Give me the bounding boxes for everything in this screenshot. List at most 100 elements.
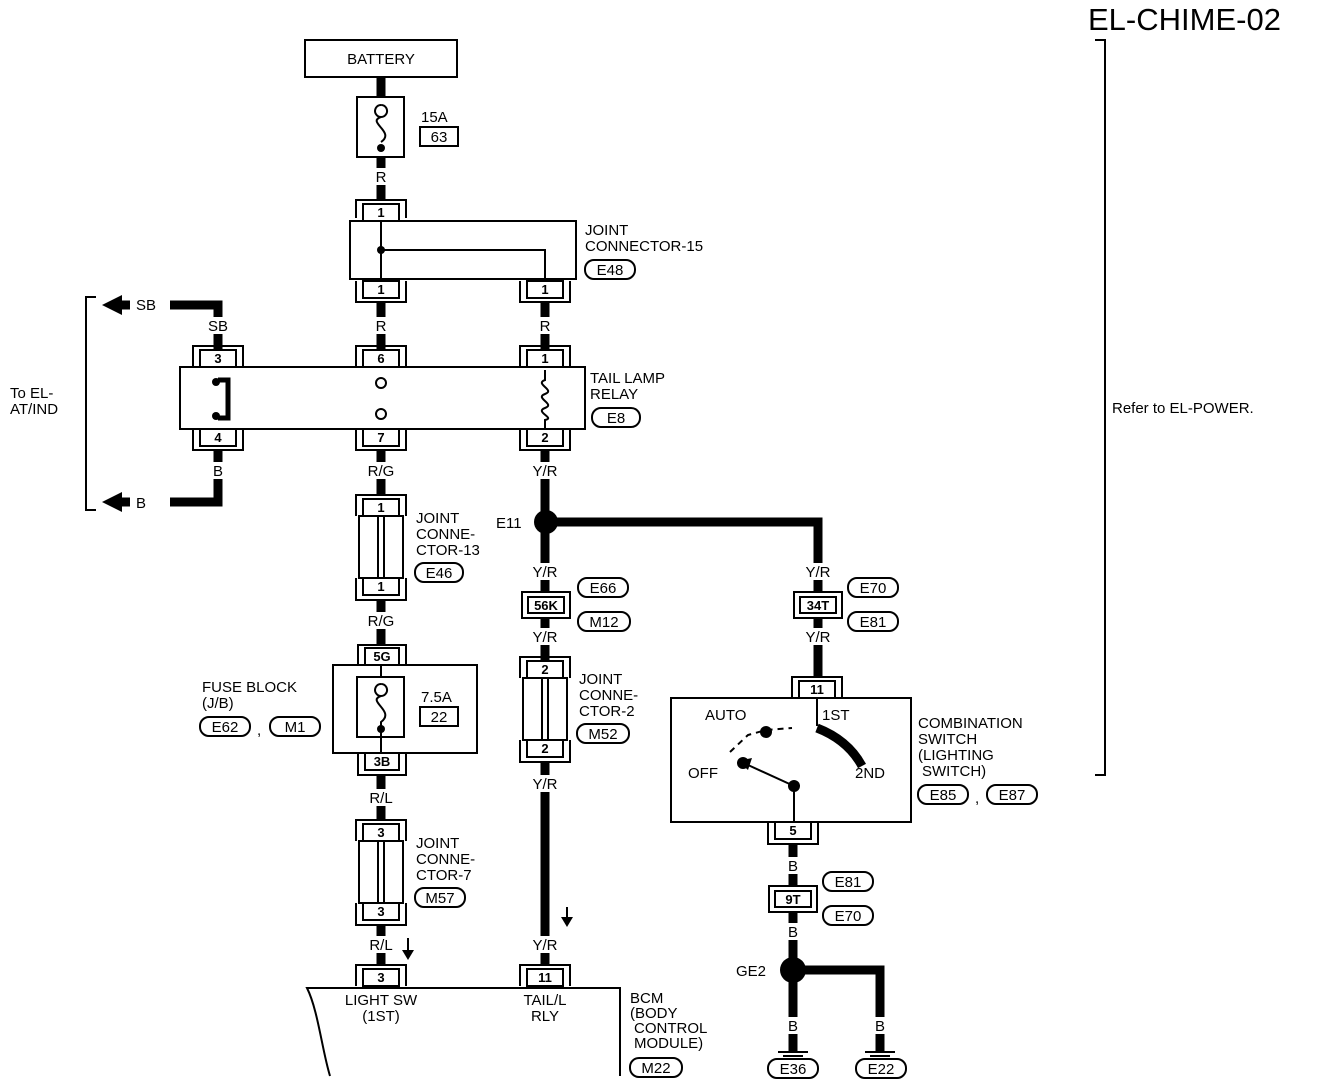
inline-9t-conn-bot: E70 xyxy=(835,908,862,925)
fuseblock-pin-bot-label: 3B xyxy=(374,754,391,769)
joint2-name2: CONNE- xyxy=(579,687,638,704)
wire-b-arrow-label: B xyxy=(136,495,146,512)
bcm-pin-11-label: 11 xyxy=(538,970,552,985)
combo-conn2: E87 xyxy=(999,787,1026,804)
joint15-pin-top-label: 1 xyxy=(377,205,384,220)
wire-label-bg xyxy=(527,462,563,479)
combo-name2: SWITCH xyxy=(918,731,977,748)
wire-label-bg xyxy=(370,317,392,334)
joint13-name2: CONNE- xyxy=(416,526,475,543)
combo-1st-2nd-contact xyxy=(815,723,866,769)
joint2-box xyxy=(522,677,568,741)
joint2-name3: CTOR-2 xyxy=(579,703,635,720)
fuseblock-amp: 7.5A xyxy=(421,689,452,706)
relay-pin-1-label: 1 xyxy=(541,351,548,366)
wire-label-bg xyxy=(780,857,806,874)
fuseblock-conn1-oval xyxy=(199,716,251,737)
diagram-title: EL-CHIME-02 xyxy=(1088,2,1281,37)
ground-e22: E22 xyxy=(868,1061,895,1078)
fuseblock-conn1: E62 xyxy=(212,719,239,736)
combo-conn2-oval xyxy=(986,784,1038,805)
bcm-pin-3 xyxy=(362,968,400,987)
battery-label: BATTERY xyxy=(347,51,415,68)
combo-pos-auto: AUTO xyxy=(705,707,746,724)
bcm-conn: M22 xyxy=(641,1060,670,1077)
ground-icon xyxy=(778,1051,808,1057)
combo-pos-2nd: 2ND xyxy=(855,765,885,782)
fuse-element-icon xyxy=(374,104,389,143)
wire-label-bg xyxy=(527,563,563,580)
fuse-element-icon xyxy=(374,665,389,753)
inline-56k-conn-bot: M12 xyxy=(589,614,618,631)
joint7-name3: CTOR-7 xyxy=(416,867,472,884)
wire-b4-label: B xyxy=(875,1018,885,1035)
relay-conn: E8 xyxy=(607,410,625,427)
battery-box xyxy=(304,39,458,78)
bcm-name4: MODULE) xyxy=(634,1035,703,1052)
inline-34t-conn-bot-oval xyxy=(847,611,899,632)
fuseblock-conn2-oval xyxy=(269,716,321,737)
wire-yr6-label: Y/R xyxy=(532,937,557,954)
joint13-box xyxy=(358,515,404,579)
wire-ground-branch xyxy=(793,965,885,1052)
wire-sb-label: SB xyxy=(208,318,228,335)
joint2-pin-top-label: 2 xyxy=(541,662,548,677)
inline-56k-label: 56K xyxy=(534,598,558,613)
to-el-line2: AT/IND xyxy=(10,401,58,418)
pin-housing xyxy=(192,345,244,367)
inline-9t-pin xyxy=(774,890,812,908)
relay-pin-7 xyxy=(362,428,400,447)
bcm-name3: CONTROL xyxy=(634,1020,707,1037)
reference-bracket xyxy=(1095,39,1106,776)
joint15-pin-br xyxy=(526,280,564,299)
fuseblock-num-box xyxy=(419,706,459,727)
joint15-branch xyxy=(381,249,546,281)
fuse-terminal-dot xyxy=(377,725,385,733)
inline-34t-conn-top-oval xyxy=(847,577,899,598)
bcm-name2: (BODY xyxy=(630,1005,678,1022)
inline-34t-pin xyxy=(799,596,837,614)
joint7-pin-bot xyxy=(362,902,400,921)
wire-sb xyxy=(170,300,223,349)
arrow-left-icon xyxy=(102,492,122,512)
wire-label-bg xyxy=(527,775,563,792)
bcm-term1b: (1ST) xyxy=(362,1008,400,1025)
joint7-conn-oval xyxy=(414,887,466,908)
wire-yr3-label: Y/R xyxy=(532,629,557,646)
joint7-name1: JOINT xyxy=(416,835,459,852)
fuseblock-pin-bot xyxy=(364,752,400,771)
joint7-name2: CONNE- xyxy=(416,851,475,868)
inline-56k-conn-bot-oval xyxy=(577,611,631,632)
inline-9t-conn-top-oval xyxy=(822,871,874,892)
pin-housing xyxy=(519,964,571,986)
joint13-pin-top-label: 1 xyxy=(377,500,384,515)
bcm-term2a: TAIL/L xyxy=(523,992,566,1009)
relay-pin-4-label: 4 xyxy=(214,430,222,445)
fuseblock-name2: (J/B) xyxy=(202,695,234,712)
wire-r3-label: R xyxy=(540,318,551,335)
wire-label-bg xyxy=(363,789,399,806)
relay-contact xyxy=(375,377,387,389)
joint13-conn: E46 xyxy=(426,565,453,582)
inline-34t-conn-bot: E81 xyxy=(860,614,887,631)
wire-yr-combo-label: Y/R xyxy=(805,629,830,646)
ground-e36-oval xyxy=(767,1058,819,1079)
relay-conn-oval xyxy=(591,407,641,428)
joint2-pin-bot xyxy=(526,739,564,758)
bcm-pin-11 xyxy=(526,968,564,987)
combo-sep: , xyxy=(975,790,979,807)
bcm-box xyxy=(305,987,621,1077)
arrow-down-icon xyxy=(561,917,573,927)
bcm-name1: BCM xyxy=(630,990,663,1007)
combo-lever xyxy=(747,764,795,787)
splice-e11-label: E11 xyxy=(496,515,522,532)
fuse-main-num-box xyxy=(419,126,459,147)
wire-r2-label: R xyxy=(376,318,387,335)
wire-rg2-label: R/G xyxy=(368,613,395,630)
combo-auto-contact xyxy=(760,726,772,738)
wire-rg1-label: R/G xyxy=(368,463,395,480)
splice-ge2-label: GE2 xyxy=(736,963,766,980)
joint7-box xyxy=(358,840,404,904)
relay-coil-icon xyxy=(540,370,550,432)
wire-label-bg xyxy=(203,317,233,334)
